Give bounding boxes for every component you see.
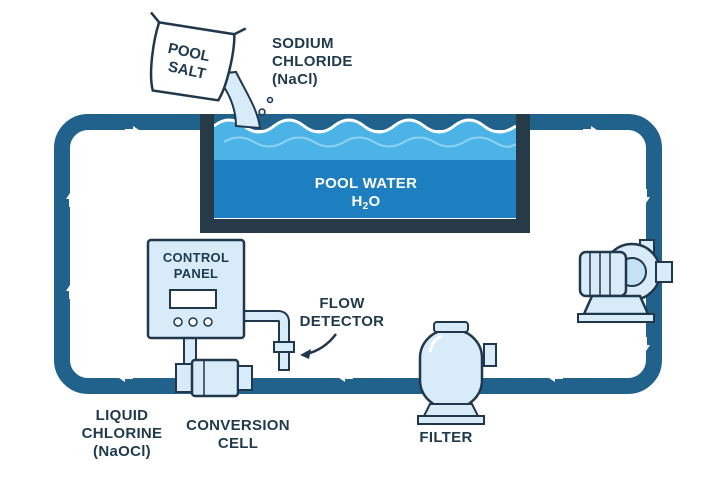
formula-2: 2 — [363, 201, 369, 212]
flow-arrow-bottom-right — [549, 374, 563, 382]
flow-arrow-top-left — [125, 126, 139, 134]
flow-label-line1: FLOW — [319, 295, 365, 312]
panel-label-line2: PANEL — [174, 266, 219, 281]
control-panel-screen — [169, 289, 217, 309]
flow-arrow-left-upper — [66, 193, 74, 207]
control-panel-knob — [203, 317, 213, 327]
control-panel-knob — [173, 317, 183, 327]
flow-arrow-top-right — [583, 126, 597, 134]
conversion-cell-icon — [175, 358, 253, 398]
flow-arrow-bottom-left — [119, 374, 133, 382]
conversion-cell-label: CONVERSION CELL — [186, 417, 290, 452]
flow-arrow-right-upper — [642, 189, 650, 203]
chlorine-label-line1: LIQUID — [96, 407, 149, 424]
control-panel-icon: CONTROL PANEL — [146, 238, 290, 369]
pool-wave-line-inner — [223, 136, 517, 148]
pool-formula: H2O — [352, 193, 381, 212]
formula-o: O — [369, 193, 381, 210]
control-panel-knob — [188, 317, 198, 327]
flow-arrows — [66, 126, 650, 382]
salt-bag-body — [149, 20, 236, 102]
pool-wave-line — [213, 118, 517, 134]
salt-label-line1: SODIUM — [272, 35, 334, 52]
liquid-chlorine-label: LIQUID CHLORINE (NaOCl) — [82, 407, 163, 460]
cell-label-line1: CONVERSION — [186, 417, 290, 434]
panel-label-line1: CONTROL — [163, 250, 229, 265]
flow-detector-icon — [273, 341, 295, 371]
pool-water-label: POOL WATER H2O — [315, 175, 417, 212]
filter-label-group: FILTER — [419, 429, 472, 446]
flow-arrow-right-lower — [642, 337, 650, 351]
filter-label: FILTER — [419, 429, 472, 446]
salt-bag-icon: POOL SALT — [149, 11, 274, 130]
cell-label-line2: CELL — [218, 435, 258, 452]
chlorine-label-line2: CHLORINE — [82, 425, 163, 442]
chlorine-label-line3: (NaOCl) — [93, 443, 151, 460]
salt-stream — [214, 70, 262, 130]
salt-label-line2: CHLORIDE — [272, 53, 353, 70]
filter-icon — [417, 321, 497, 425]
flow-label-line2: DETECTOR — [300, 313, 385, 330]
pool-tank-walls — [200, 114, 530, 233]
flow-arrow-left-lower — [66, 285, 74, 299]
pump-icon — [577, 239, 673, 323]
flow-arrow-bottom-middle — [339, 374, 353, 382]
formula-h: H — [352, 193, 363, 210]
pool-label-line1: POOL WATER — [315, 175, 417, 192]
flow-detector-label: FLOW DETECTOR — [300, 295, 385, 359]
pool-water-surface — [214, 120, 516, 160]
pool-tank — [200, 114, 530, 233]
salt-label-line3: (NaCl) — [272, 71, 318, 88]
sodium-chloride-label: SODIUM CHLORIDE (NaCl) — [272, 35, 353, 88]
